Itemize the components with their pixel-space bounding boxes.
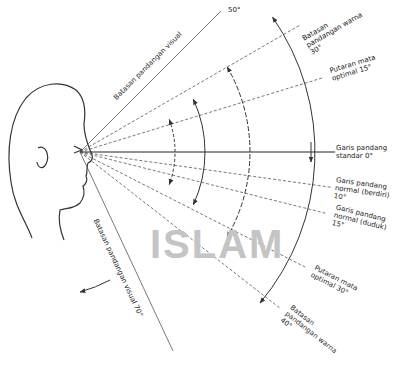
head-profile xyxy=(9,84,92,240)
eye-rotation-label: Putaran mata optimal 30° xyxy=(310,264,373,306)
color-limit-label: Batasan pandangan warna 40° xyxy=(279,304,344,362)
normal-sightline-label: Garis pandang normal (berdiri) 10° xyxy=(333,177,392,209)
standard-sightline-label: Garis pandang standar 0° xyxy=(336,144,392,160)
sight-lines xyxy=(80,11,335,351)
visual-limit-label: Batasan pandangan visual xyxy=(106,24,189,107)
watermark: ISLAM xyxy=(150,222,284,267)
angle-label: 50° xyxy=(228,6,240,14)
normal-sightline-label: Garis pandang normal (duduk) 15° xyxy=(331,204,391,241)
standard-line-marker xyxy=(311,142,312,162)
eye-rotation-label: Putaran mata optimal 15° xyxy=(328,50,390,83)
color-limit-label: Batasan pandangan warna 30° xyxy=(301,3,370,57)
visual-limit-label: Batasan pandangan visual 70° xyxy=(85,203,151,333)
